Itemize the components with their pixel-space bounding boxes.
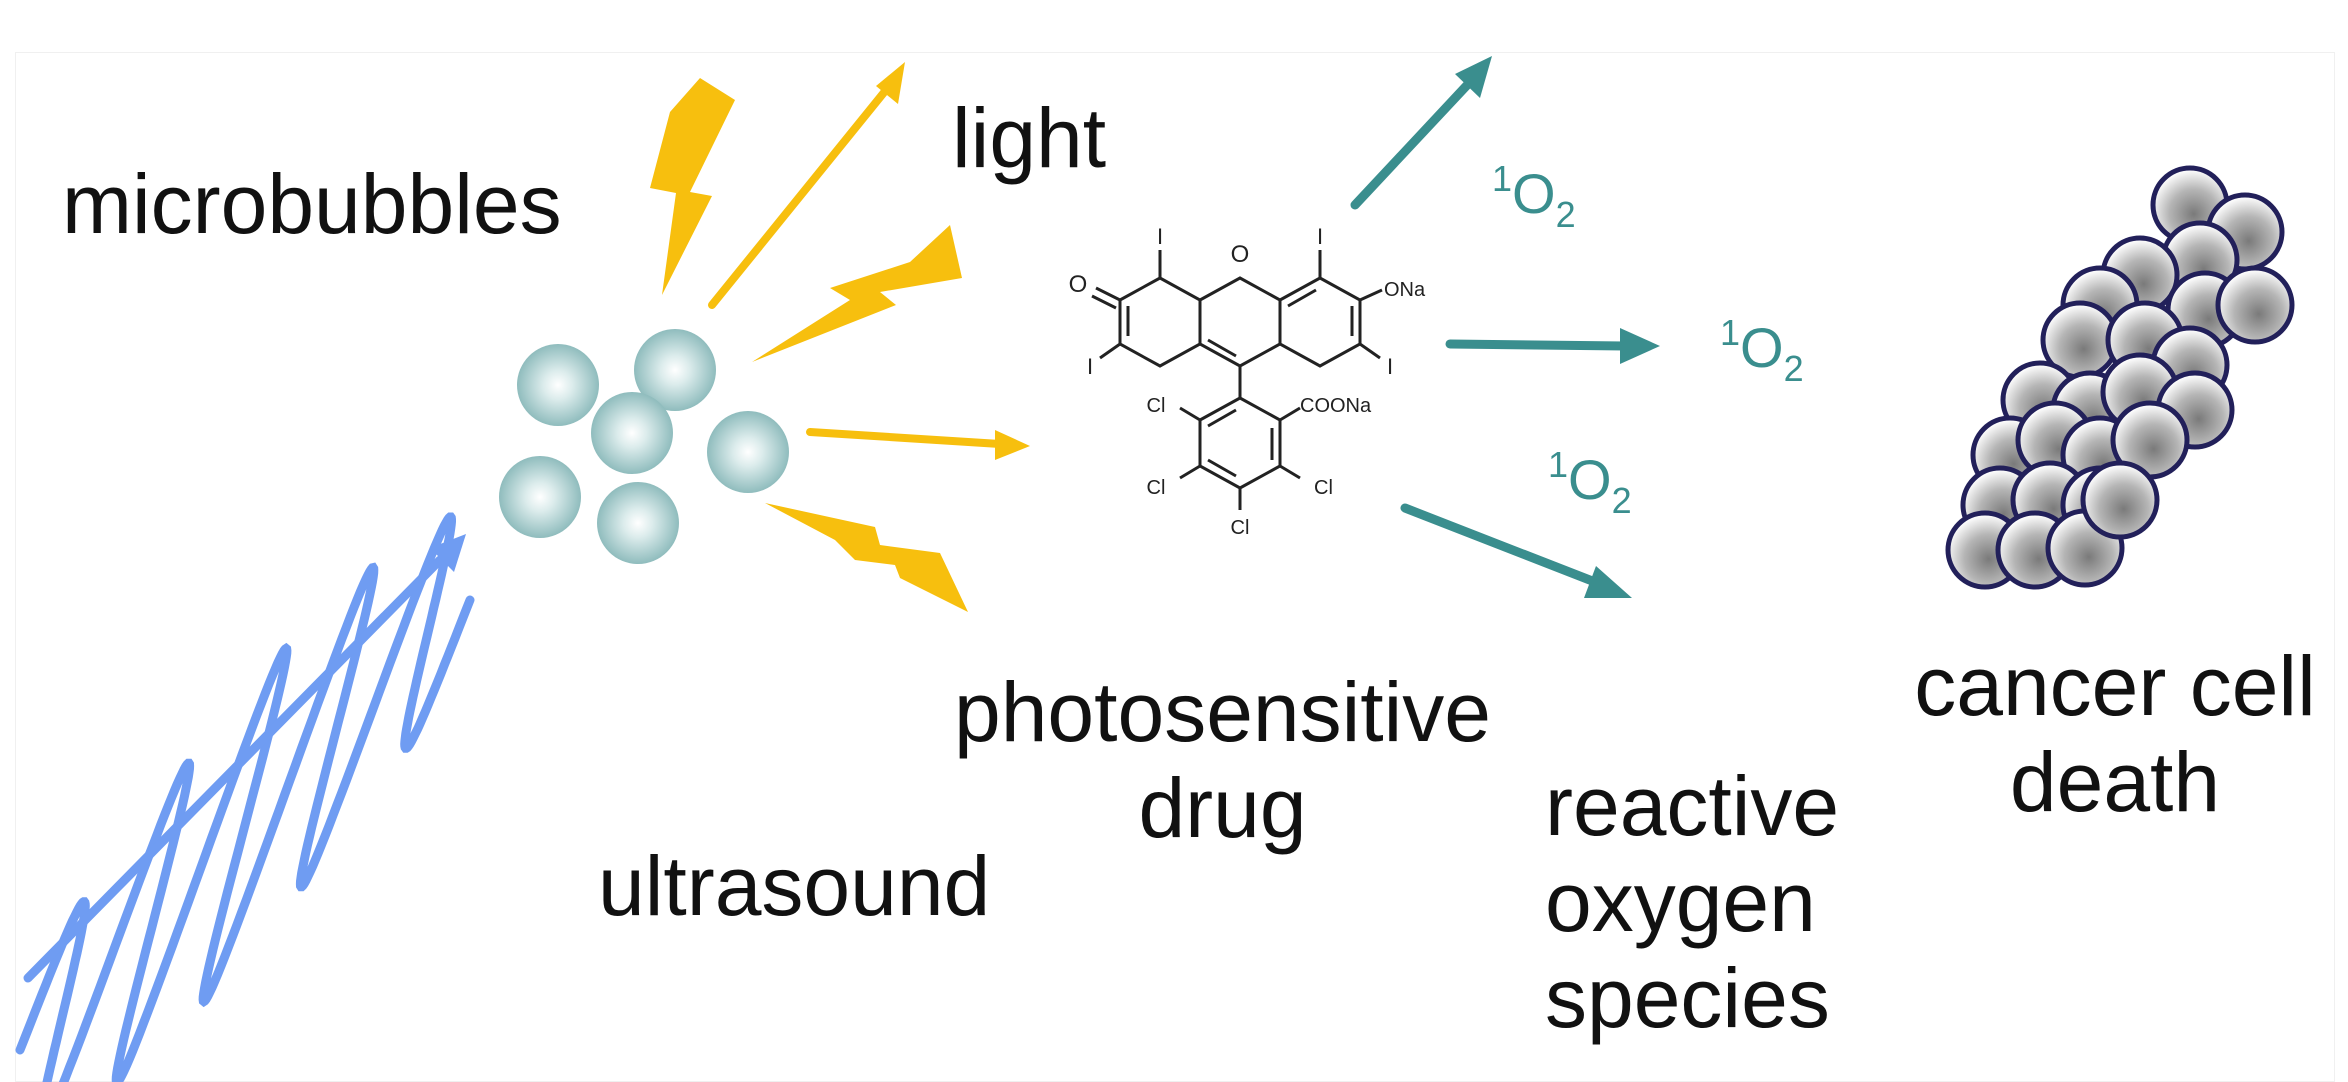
singlet-oxygen-superscript: 1 bbox=[1548, 444, 1569, 485]
singlet-oxygen-arrow bbox=[1350, 56, 1492, 210]
singlet-oxygen-element: O bbox=[1740, 316, 1784, 379]
light-arrow bbox=[708, 62, 905, 309]
singlet-oxygen-superscript: 1 bbox=[1720, 312, 1741, 353]
ultrasound-wave-icon bbox=[15, 512, 475, 1082]
cancer-cell-icon bbox=[2080, 460, 2160, 540]
label-photosensitive-drug: photosensitive drug bbox=[935, 664, 1510, 856]
label-reactive-oxygen-species: reactive oxygen species bbox=[1545, 758, 1839, 1046]
label-death-line: death bbox=[2009, 735, 2221, 829]
label-ultrasound: ultrasound bbox=[598, 839, 991, 933]
label-ros-line: species bbox=[1545, 951, 1830, 1045]
photosensitizer-molecule-icon bbox=[1091, 250, 1383, 510]
atom-iodine: I bbox=[1387, 354, 1393, 379]
atom-oxygen-carbonyl: O bbox=[1069, 271, 1088, 298]
atom-sodium-oxide: ONa bbox=[1384, 279, 1426, 301]
label-light: light bbox=[952, 91, 1107, 185]
singlet-oxygen-element: O bbox=[1512, 162, 1556, 225]
singlet-oxygen-label: 1O2 bbox=[1548, 447, 1632, 519]
atom-iodine: I bbox=[1157, 224, 1163, 249]
light-arrow bbox=[806, 428, 1030, 460]
atom-chlorine: Cl bbox=[1147, 395, 1166, 417]
singlet-oxygen-label: 1O2 bbox=[1720, 315, 1804, 387]
singlet-oxygen-arrow bbox=[1400, 503, 1632, 598]
lightning-bolt-icon bbox=[752, 225, 962, 362]
ultrasound-arrow bbox=[23, 534, 466, 983]
singlet-oxygen-subscript: 2 bbox=[1783, 348, 1804, 389]
singlet-oxygen-subscript: 2 bbox=[1555, 194, 1576, 235]
atom-iodine: I bbox=[1317, 224, 1323, 249]
label-ros-line: reactive bbox=[1545, 759, 1840, 853]
microbubble-icon bbox=[591, 392, 673, 474]
microbubble-icon bbox=[707, 411, 789, 493]
singlet-oxygen-label: 1O2 bbox=[1492, 161, 1576, 233]
microbubbles-cluster bbox=[499, 329, 789, 564]
label-drug-line: photosensitive bbox=[953, 665, 1492, 759]
lightning-bolt-icon bbox=[765, 503, 968, 612]
atom-carboxylate: COONa bbox=[1300, 395, 1372, 417]
atom-chlorine: Cl bbox=[1147, 477, 1166, 499]
microbubble-icon bbox=[517, 344, 599, 426]
label-cancer-cell-death: cancer cell death bbox=[1905, 638, 2325, 830]
label-ros-line: oxygen bbox=[1545, 855, 1816, 949]
atom-oxygen-ring: O bbox=[1231, 241, 1250, 268]
singlet-oxygen-subscript: 2 bbox=[1611, 480, 1632, 521]
singlet-oxygen-arrow bbox=[1445, 328, 1660, 364]
label-death-line: cancer cell bbox=[1914, 639, 2316, 733]
lightning-bolt-icon bbox=[650, 78, 735, 295]
atom-iodine: I bbox=[1087, 354, 1093, 379]
ultrasound-coil bbox=[15, 512, 475, 1082]
atom-chlorine: Cl bbox=[1231, 517, 1250, 539]
atom-chlorine: Cl bbox=[1314, 477, 1333, 499]
cancer-cell-icon bbox=[2215, 265, 2295, 345]
singlet-oxygen-superscript: 1 bbox=[1492, 158, 1513, 199]
label-microbubbles: microbubbles bbox=[62, 157, 562, 251]
diagram-frame bbox=[15, 52, 2335, 1082]
cancer-cells-cluster bbox=[1945, 165, 2295, 590]
microbubble-icon bbox=[499, 456, 581, 538]
microbubble-icon bbox=[597, 482, 679, 564]
label-drug-line: drug bbox=[1138, 761, 1307, 855]
molecule-atom-labels: O O I I I I ONa Cl Cl Cl Cl COONa bbox=[1069, 224, 1426, 539]
microbubble-icon bbox=[634, 329, 716, 411]
singlet-oxygen-element: O bbox=[1568, 448, 1612, 511]
